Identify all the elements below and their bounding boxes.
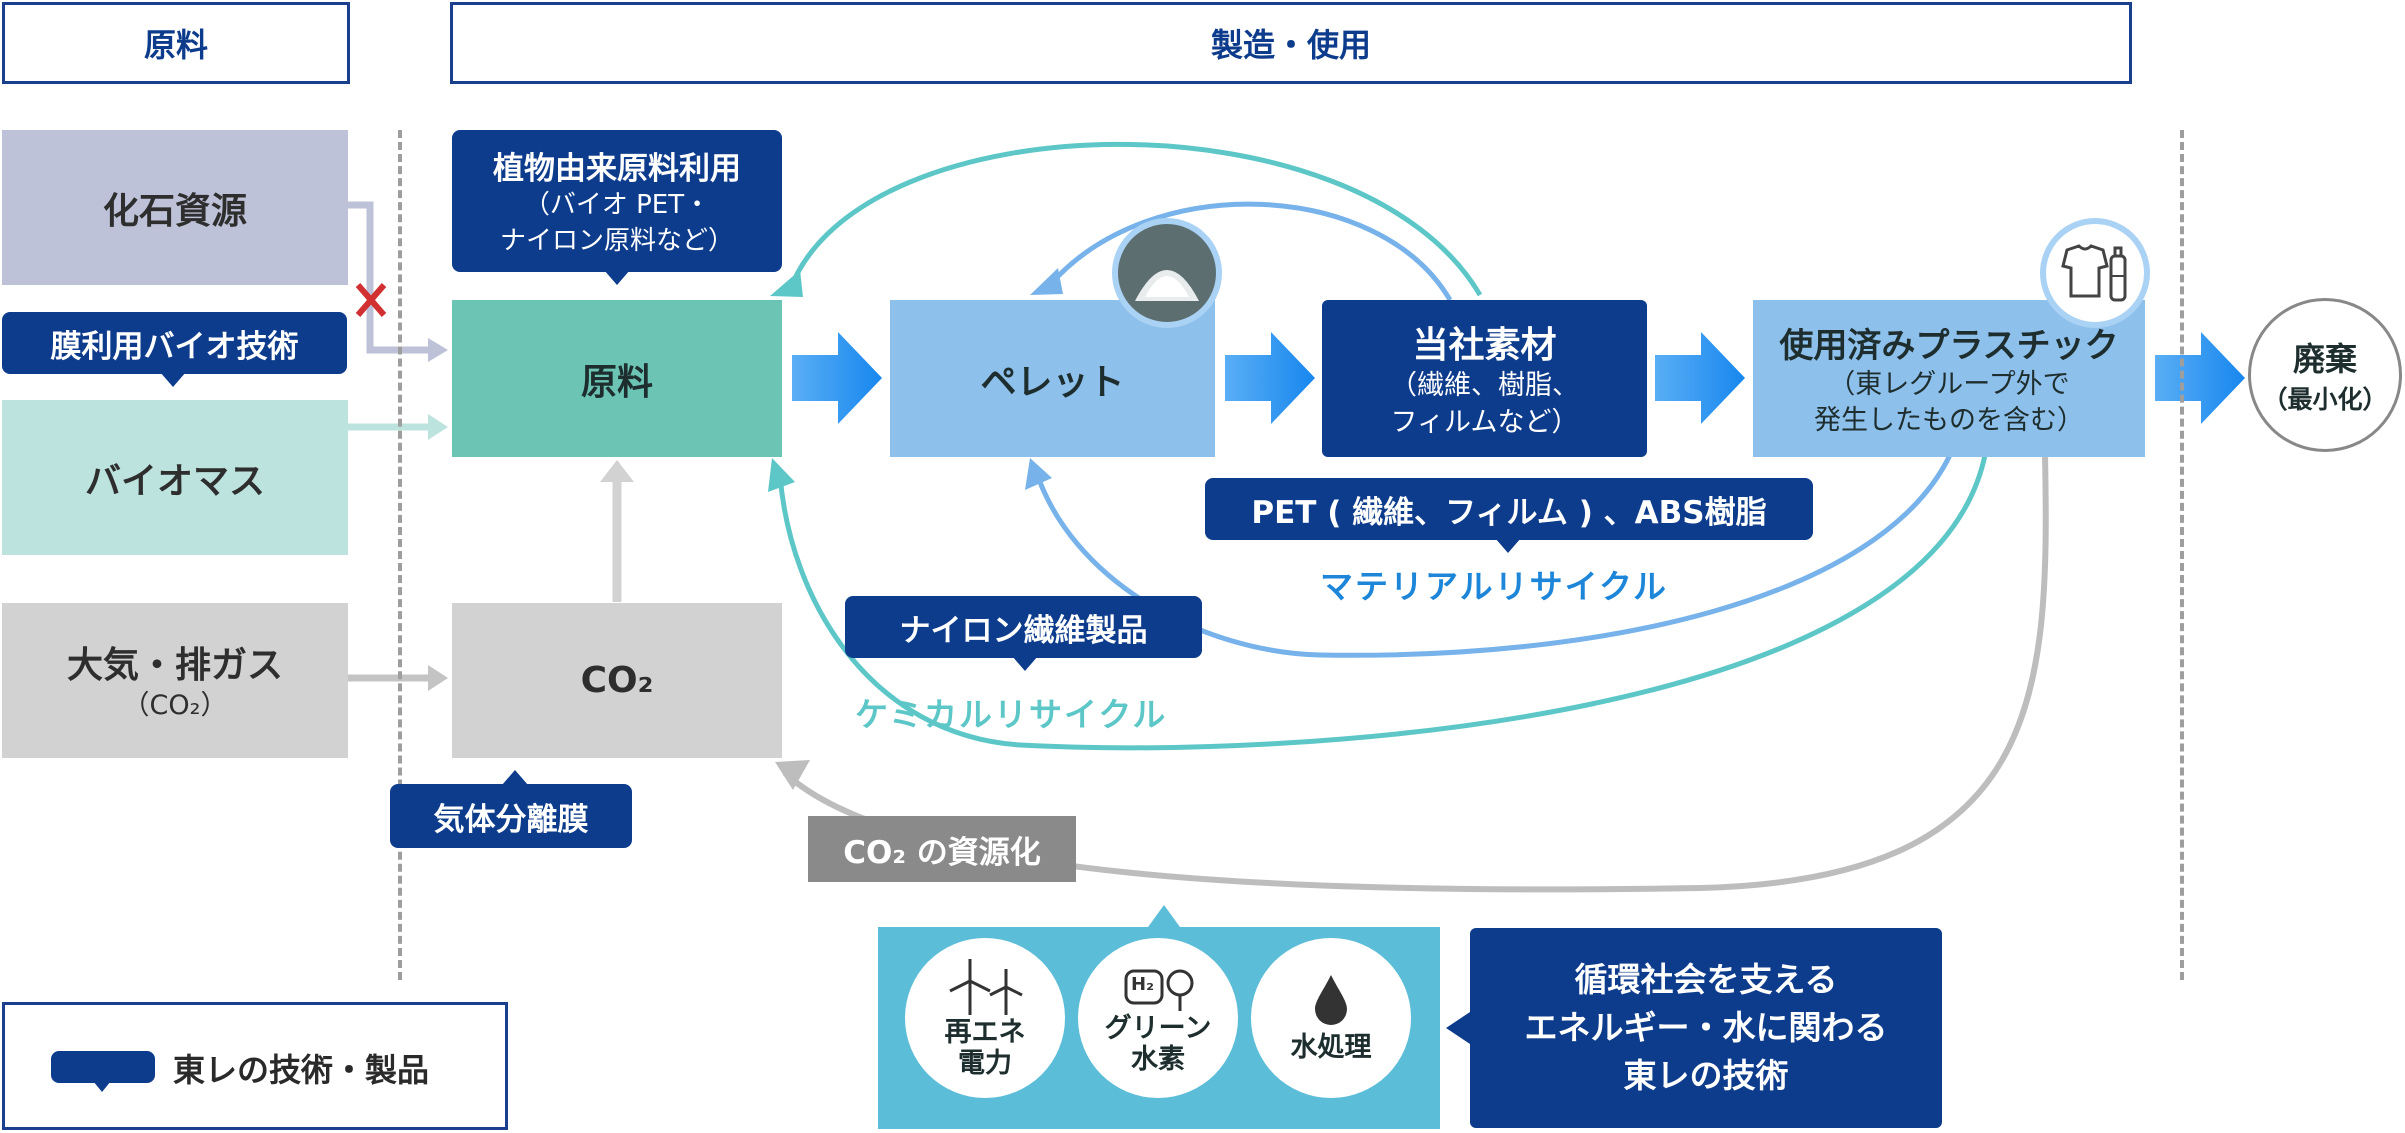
co2-up-head xyxy=(600,460,634,482)
pellet-photo-icon xyxy=(1112,218,1222,328)
process-arrow-4 xyxy=(2155,332,2245,424)
water-treatment-label: 水処理 xyxy=(1290,1031,1372,1063)
clothes-bottle-graphic xyxy=(2061,244,2127,302)
atmosphere-label: 大気・排ガス xyxy=(66,645,283,687)
pellet-heap-graphic xyxy=(1125,231,1209,315)
used-plastic-sub: （東レグループ外で 発生したものを含む） xyxy=(1814,368,2084,436)
circular-society-pointer xyxy=(1446,1012,1470,1044)
water-drop-icon xyxy=(1315,974,1347,1025)
atmosphere-box: 大気・排ガス （CO₂） xyxy=(2,603,348,758)
plant-material-title: 植物由来原料利用 xyxy=(493,151,741,188)
material-recycle-head-bottom xyxy=(1025,458,1052,490)
separator-right xyxy=(2180,130,2184,980)
tech-panel-pointer xyxy=(1148,905,1180,927)
pet-abs-tag: PET ( 繊維、フィルム ) 、ABS樹脂 xyxy=(1205,478,1813,540)
callout-icon xyxy=(51,1051,155,1083)
green-hydrogen-label: グリーン 水素 xyxy=(1104,1012,1212,1075)
biomass-box: バイオマス xyxy=(2,400,348,555)
hydrogen-icon: H₂ xyxy=(1118,961,1198,1013)
circular-society-tech-box: 循環社会を支える エネルギー・水に関わる 東レの技術 xyxy=(1470,928,1942,1128)
process-arrow-1 xyxy=(792,332,882,424)
h2-symbol: H₂ xyxy=(1131,973,1154,995)
green-hydrogen-circle: H₂ グリーン 水素 xyxy=(1078,938,1238,1098)
circular-society-tech-label: 循環社会を支える エネルギー・水に関わる 東レの技術 xyxy=(1524,960,1888,1095)
separator-left xyxy=(398,130,402,980)
co2-resource-head xyxy=(775,760,810,790)
fossil-connector-head xyxy=(428,338,448,362)
material-recycle-top-arc xyxy=(1048,201,1453,302)
gas-separation-tag: 気体分離膜 xyxy=(390,784,632,848)
fossil-resource-box: 化石資源 xyxy=(2,130,348,285)
used-plastic-title: 使用済みプラスチック xyxy=(1779,325,2119,366)
plant-material-sub: （バイオ PET・ ナイロン原料など） xyxy=(499,190,734,256)
raw-material-box: 原料 xyxy=(452,300,782,457)
atmosphere-sub-label: （CO₂） xyxy=(122,690,228,722)
co2-resource-tag: CO₂ の資源化 xyxy=(808,816,1076,882)
chemical-recycle-label: ケミカルリサイクル xyxy=(855,695,1168,734)
our-material-box: 当社素材 （繊維、樹脂、 フィルムなど） xyxy=(1322,300,1647,457)
legend-box: 東レの技術・製品 xyxy=(2,1002,508,1130)
fossil-connector xyxy=(348,201,430,354)
material-recycle-label: マテリアルリサイクル xyxy=(1320,567,1669,606)
water-treatment-circle: 水処理 xyxy=(1251,938,1411,1098)
red-x-icon xyxy=(355,283,387,317)
callout-icon-pointer xyxy=(93,1081,111,1092)
renewable-energy-label: 再エネ 電力 xyxy=(944,1016,1026,1079)
disposal-title: 廃棄 xyxy=(2292,340,2357,378)
co2-box: CO₂ xyxy=(452,603,782,758)
material-recycle-head-top xyxy=(1030,268,1063,295)
process-arrow-2 xyxy=(1225,332,1315,424)
chemical-recycle-head-bottom xyxy=(768,458,795,492)
atmosphere-connector-head xyxy=(428,665,448,691)
pet-abs-tag-pointer xyxy=(1495,538,1521,553)
legend-label: 東レの技術・製品 xyxy=(173,1051,430,1089)
wind-turbine-icon xyxy=(949,958,1023,1015)
membrane-bio-tag-pointer xyxy=(160,372,186,387)
renewable-energy-circle: 再エネ 電力 xyxy=(905,938,1065,1098)
biomass-connector-head xyxy=(428,414,448,440)
process-arrow-3 xyxy=(1655,332,1745,424)
used-plastic-box: 使用済みプラスチック （東レグループ外で 発生したものを含む） xyxy=(1753,300,2145,457)
header-raw-material: 原料 xyxy=(2,2,350,84)
nylon-fiber-tag-pointer xyxy=(1012,656,1038,671)
nylon-fiber-tag: ナイロン繊維製品 xyxy=(845,596,1202,658)
gas-separation-tag-pointer xyxy=(502,770,528,785)
chemical-recycle-head-top xyxy=(770,270,803,297)
disposal-sub: （最小化） xyxy=(2262,385,2388,414)
plant-material-tag-pointer xyxy=(604,270,630,285)
our-material-sub: （繊維、樹脂、 フィルムなど） xyxy=(1390,370,1579,438)
clothes-bottle-icon xyxy=(2040,218,2150,328)
membrane-bio-tag: 膜利用バイオ技術 xyxy=(2,312,347,374)
disposal-circle: 廃棄 （最小化） xyxy=(2248,298,2402,452)
header-manufacturing-use: 製造・使用 xyxy=(450,2,2132,84)
our-material-title: 当社素材 xyxy=(1412,325,1557,367)
plant-material-tag: 植物由来原料利用 （バイオ PET・ ナイロン原料など） xyxy=(452,130,782,272)
